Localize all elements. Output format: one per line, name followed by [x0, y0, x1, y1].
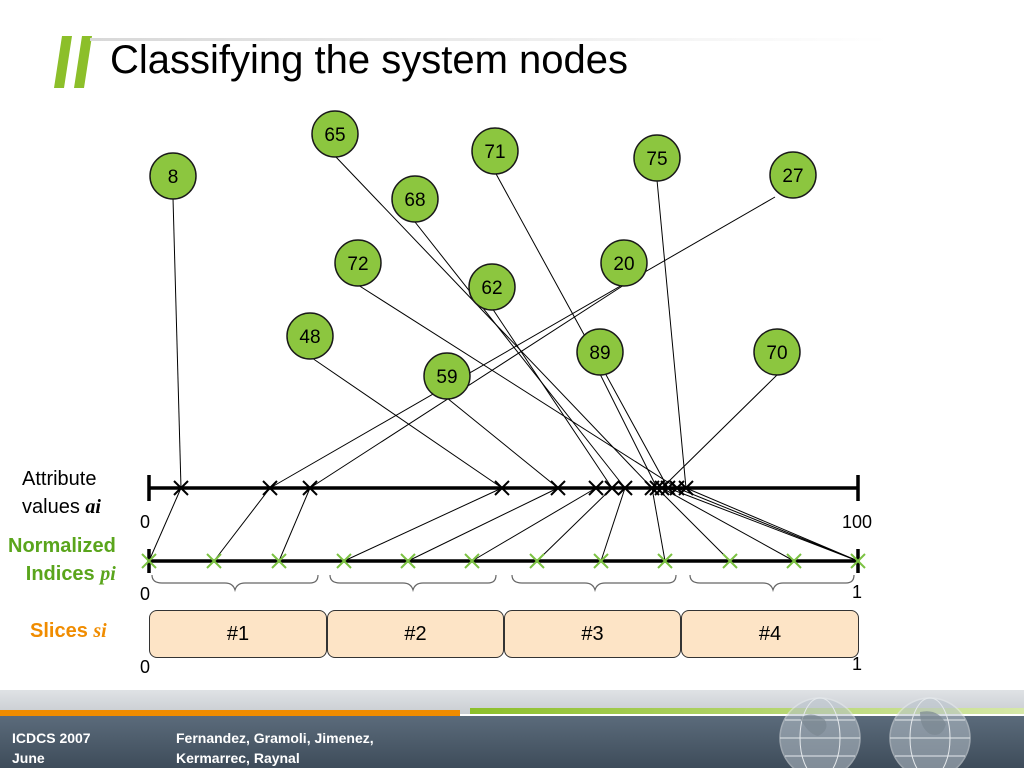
attribute-symbol: ai	[85, 496, 101, 518]
node-labels: 65 71 75 8 27 68 72 20 62 48 89 70 59	[168, 125, 804, 388]
node-label-65: 65	[324, 125, 345, 146]
footer-green-stripe	[470, 708, 1024, 714]
page-title: Classifying the system nodes	[110, 38, 629, 82]
node-27	[769, 151, 817, 199]
slice-min-label: 0	[140, 657, 151, 677]
node-label-72: 72	[347, 254, 368, 275]
slice-1: #1	[149, 610, 327, 658]
node-59	[423, 352, 471, 400]
slice-max-label: 1	[852, 654, 863, 674]
node-label-75: 75	[646, 149, 667, 170]
node-label-62: 62	[481, 278, 502, 299]
connector-59	[446, 397, 559, 489]
title-bar: Classifying the system nodes	[50, 30, 900, 100]
globe-icon-2	[889, 697, 971, 768]
connector-48	[311, 357, 503, 489]
connector-89	[599, 373, 658, 489]
attr-max-label: 100	[842, 512, 873, 532]
title-slash-icon	[54, 36, 92, 88]
normalized-marks	[141, 553, 866, 569]
node-70	[753, 328, 801, 376]
connector-68	[414, 221, 626, 489]
footer-orange-stripe	[0, 710, 460, 716]
node-62	[468, 263, 516, 311]
normalized-axis	[147, 549, 860, 573]
connector-27	[269, 196, 776, 489]
attribute-axis	[147, 475, 860, 501]
classification-diagram: 65 71 75 8 27 68 72 20 62 48 89 70 59	[141, 110, 866, 593]
slices-symbol: si	[93, 620, 107, 642]
norm-max-label: 1	[852, 582, 863, 602]
node-label-70: 70	[766, 343, 787, 364]
node-label-59: 59	[436, 367, 457, 388]
node-20	[600, 239, 648, 287]
connector-72	[357, 284, 678, 489]
authors-label: Fernandez, Gramoli, Jimenez, Kermarrec, …	[176, 730, 374, 766]
node-label-68: 68	[404, 190, 425, 211]
node-label-89: 89	[589, 343, 610, 364]
attribute-marks	[173, 480, 694, 496]
slice-braces	[151, 574, 855, 593]
node-72	[334, 239, 382, 287]
slice-3: #3	[504, 610, 681, 658]
slice-4: #4	[681, 610, 859, 658]
node-71	[471, 127, 519, 175]
indices-symbol: pi	[100, 563, 116, 585]
node-48	[286, 312, 334, 360]
node-circles	[149, 110, 817, 400]
node-68	[391, 175, 439, 223]
node-65	[311, 110, 359, 158]
norm-min-label: 0	[140, 584, 151, 604]
conference-label: ICDCS 2007 June	[12, 730, 91, 766]
footer: ICDCS 2007 June Fernandez, Gramoli, Jime…	[0, 690, 1024, 768]
connector-71	[494, 171, 669, 489]
attr-min-label: 0	[140, 512, 151, 532]
footer-band	[0, 716, 1024, 768]
slice-2: #2	[327, 610, 504, 658]
slices-label: Slices si	[30, 620, 107, 642]
connector-70	[661, 374, 778, 489]
connector-75	[656, 179, 687, 489]
connector-62	[491, 307, 613, 489]
node-89	[576, 328, 624, 376]
normalized-indices-label: Normalized Indices pi	[8, 535, 116, 585]
node-label-8: 8	[168, 167, 179, 188]
node-label-71: 71	[484, 142, 505, 163]
connector-lines	[148, 155, 859, 562]
node-75	[633, 134, 681, 182]
node-label-27: 27	[782, 166, 803, 187]
node-label-48: 48	[299, 327, 320, 348]
globe-icon	[779, 697, 861, 768]
title-rule	[90, 38, 890, 41]
attribute-values-label: Attribute values ai	[22, 468, 101, 518]
node-8	[149, 152, 197, 200]
node-label-20: 20	[613, 254, 634, 275]
connector-8	[172, 197, 182, 489]
